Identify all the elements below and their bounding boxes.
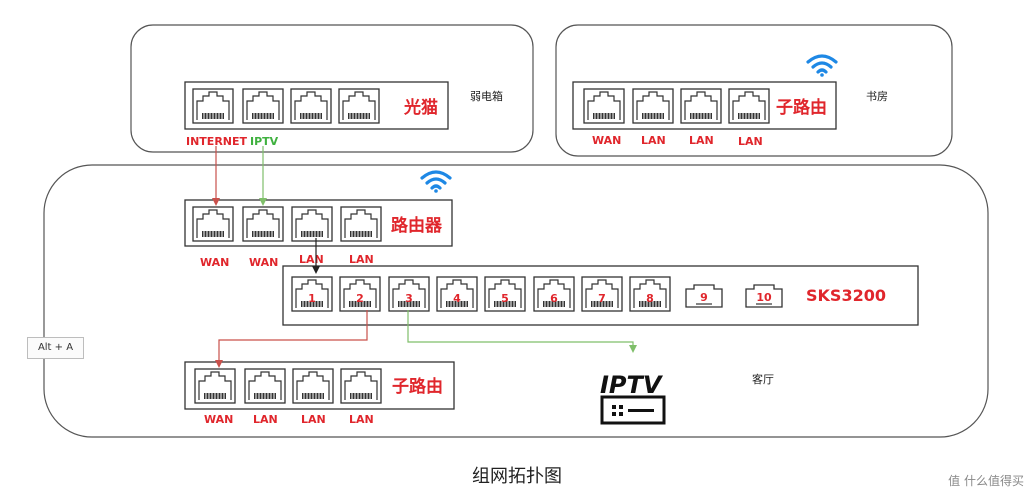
living-router-device: 子路由 bbox=[184, 361, 455, 410]
ethernet-port-icon bbox=[192, 88, 234, 124]
switch-port-number: 1 bbox=[308, 292, 316, 305]
switch-device: 1 2 3 4 5 6 7 8 9 10 SKS3200 bbox=[282, 265, 919, 326]
study-router-port-label: LAN bbox=[641, 134, 666, 147]
ethernet-port-icon bbox=[583, 88, 625, 124]
ethernet-port-icon bbox=[292, 368, 334, 404]
switch-port-number: 10 bbox=[756, 291, 772, 304]
ethernet-port-icon bbox=[291, 206, 333, 242]
modem-port-label: IPTV bbox=[250, 135, 279, 148]
topology-diagram: 弱电箱 书房 客厅 光猫 INTERNET IPTV 子路由 WAN LAN L… bbox=[43, 24, 989, 438]
iptv-box-icon: IPTV bbox=[600, 371, 666, 425]
router-port-label: WAN bbox=[249, 256, 278, 269]
zone-living bbox=[43, 164, 989, 438]
switch-port-number: 4 bbox=[453, 292, 461, 305]
switch-port-number: 5 bbox=[501, 292, 509, 305]
screenshot-hotkey-hint: Alt + A bbox=[27, 337, 84, 359]
wire-switch3-to-iptv bbox=[407, 310, 637, 353]
router-device: 路由器 bbox=[184, 199, 453, 247]
router-port-label: LAN bbox=[349, 253, 374, 266]
ethernet-port-icon bbox=[728, 88, 770, 124]
ethernet-port-icon bbox=[242, 206, 284, 242]
watermark: 值 什么值得买 bbox=[948, 474, 1024, 488]
ethernet-port-icon bbox=[192, 206, 234, 242]
study-router-port-label: WAN bbox=[592, 134, 621, 147]
ethernet-port-icon bbox=[340, 206, 382, 242]
living-router-port-label: LAN bbox=[349, 413, 374, 426]
living-router-port-label: LAN bbox=[253, 413, 278, 426]
switch-name: SKS3200 bbox=[806, 286, 886, 305]
modem-port-label: INTERNET bbox=[186, 135, 248, 148]
study-router-port-label: LAN bbox=[738, 135, 763, 148]
ethernet-port-icon bbox=[632, 88, 674, 124]
living-router-name: 子路由 bbox=[392, 376, 443, 397]
ethernet-port-icon bbox=[242, 88, 284, 124]
ethernet-port-icon bbox=[680, 88, 722, 124]
zone-study-label: 书房 bbox=[866, 90, 888, 103]
router-port-label: WAN bbox=[200, 256, 229, 269]
wifi-icon bbox=[420, 170, 452, 195]
modem-device: 光猫 bbox=[184, 81, 449, 130]
study-router-port-label: LAN bbox=[689, 134, 714, 147]
ethernet-port-icon bbox=[244, 368, 286, 404]
modem-name: 光猫 bbox=[403, 97, 438, 118]
diagram-caption: 组网拓扑图 bbox=[472, 466, 562, 487]
switch-port-number: 6 bbox=[550, 292, 558, 305]
router-name: 路由器 bbox=[391, 215, 443, 236]
living-router-port-label: WAN bbox=[204, 413, 233, 426]
ethernet-port-icon bbox=[340, 368, 382, 404]
ethernet-port-icon bbox=[338, 88, 380, 124]
study-router-name: 子路由 bbox=[776, 97, 827, 118]
switch-port-number: 8 bbox=[646, 292, 654, 305]
study-router-device: 子路由 bbox=[572, 81, 837, 130]
zone-weak-box-label: 弱电箱 bbox=[470, 89, 503, 103]
switch-port-number: 7 bbox=[598, 292, 606, 305]
switch-port-number: 2 bbox=[356, 292, 364, 305]
ethernet-port-icon bbox=[290, 88, 332, 124]
zone-living-label: 客厅 bbox=[752, 372, 774, 386]
iptv-box-name: IPTV bbox=[600, 371, 664, 399]
switch-port-number: 3 bbox=[405, 292, 413, 305]
ethernet-port-icon bbox=[194, 368, 236, 404]
living-router-port-label: LAN bbox=[301, 413, 326, 426]
router-port-label: LAN bbox=[299, 253, 324, 266]
wire-switch2-to-subrouter bbox=[215, 310, 368, 368]
switch-port-number: 9 bbox=[700, 291, 708, 304]
